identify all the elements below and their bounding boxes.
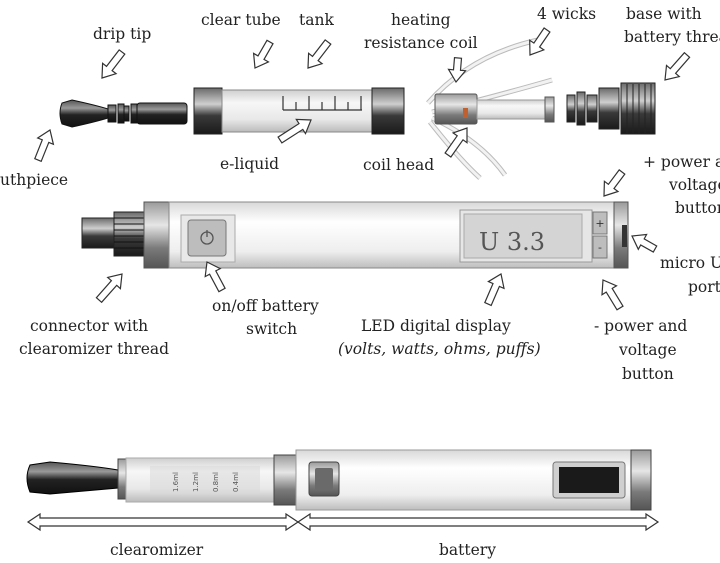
label-connector-line2: clearomizer thread [19,340,170,358]
coil-head-arrow [444,127,468,158]
micro-usb-arrow [631,233,658,253]
display-reading: U 3.3 [479,228,545,256]
label-minus-button-line3: button [622,365,674,383]
callout-arrows [34,27,691,311]
clear-tube-arrow [252,39,274,69]
connector-arrow [95,273,123,304]
label-e-liquid: e-liquid [220,155,280,173]
clearomizer-span-arrow [26,512,300,532]
label-battery: battery [439,541,496,559]
label-plus-button-line2: voltage [669,176,720,194]
drip-tip-part [59,99,188,128]
battery-span-arrow [296,512,660,532]
label-micro-usb-line2: port [688,278,720,296]
e-liquid-arrow [277,118,312,144]
photo-scale-label: 1.2ml [192,472,200,492]
assembled-pen-photo [26,449,652,511]
photo-scale-label: 1.6ml [172,472,180,492]
label-wicks: 4 wicks [537,5,597,23]
heating-coil-arrow [447,57,467,84]
label-onoff-line2: switch [246,320,298,338]
label-heating-coil-line1: heating [391,11,451,29]
tank-scale [282,96,362,111]
minus-symbol: - [598,241,602,254]
plus-button-arrow [603,169,626,197]
photo-tank-scale: 1.6ml 1.2ml 0.8ml 0.4ml [172,472,240,492]
label-minus-button-line1: - power and [594,317,688,335]
led-display-arrow [484,273,505,307]
label-connector-line1: connector with [30,317,149,335]
photo-scale-label: 0.8ml [212,472,220,492]
onoff-arrow [204,261,226,293]
minus-button-arrow [601,279,624,311]
label-tank: tank [299,11,334,29]
led-display-part: U 3.3 + - [459,209,627,263]
base-arrow [664,51,691,81]
base-part [566,82,656,135]
micro-usb-port [622,225,627,247]
label-minus-button-line2: voltage [619,341,677,359]
minus-button [592,235,608,259]
label-micro-usb-line1: micro U [660,254,720,272]
tank-arrow [307,39,332,69]
label-led-line1: LED digital display [361,317,511,335]
label-coil-head: coil head [363,156,435,174]
label-drip-tip: drip tip [93,25,152,43]
wicks-arrow [529,27,551,56]
label-plus-button-line3: button [675,199,720,217]
label-led-line2: (volts, watts, ohms, puffs) [338,340,541,358]
on-off-switch [180,214,236,263]
coil-head-part [426,37,555,180]
plus-button [592,211,608,235]
label-base-line1: base with [626,5,702,23]
label-clearomizer: clearomizer [110,541,204,559]
label-mouthpiece: uthpiece [0,171,69,189]
drip-tip-arrow [101,49,126,79]
label-plus-button-line1: + power a [643,153,720,171]
label-base-line2: battery threa [624,28,720,46]
label-onoff-line1: on/off battery [212,297,319,315]
plus-symbol: + [595,217,604,230]
label-clear-tube: clear tube [201,11,281,29]
photo-scale-label: 0.4ml [232,472,240,492]
label-heating-coil-line2: resistance coil [364,34,478,52]
mouthpiece-arrow [34,129,55,163]
